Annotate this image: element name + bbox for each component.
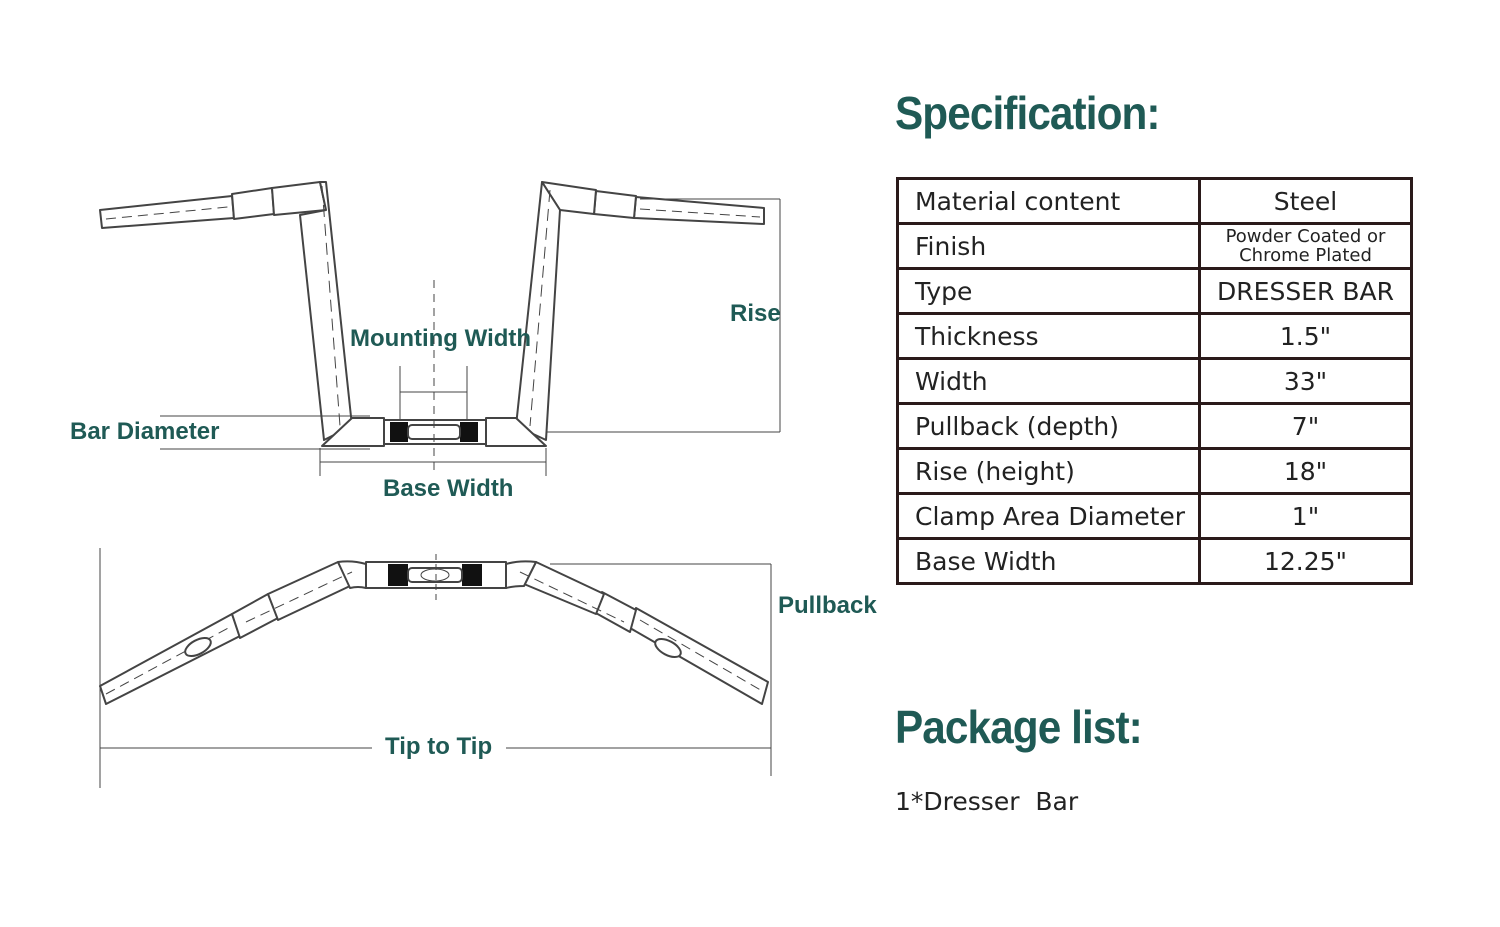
bar-diameter-label: Bar Diameter [70, 418, 219, 445]
package-list-item: 1*Dresser Bar [895, 787, 1079, 816]
table-row: Clamp Area Diameter 1" [896, 492, 1413, 540]
spec-key: Width [896, 357, 1201, 405]
table-row: Material content Steel [896, 177, 1413, 225]
table-row: Type DRESSER BAR [896, 267, 1413, 315]
top-dimension-lines [99, 548, 772, 788]
spec-key: Pullback (depth) [896, 402, 1201, 450]
spec-value: 7" [1198, 402, 1413, 450]
base-width-label: Base Width [383, 475, 513, 502]
tip-to-tip-label: Tip to Tip [385, 733, 492, 760]
specification-title: Specification: [895, 87, 1161, 139]
spec-key: Material content [896, 177, 1201, 225]
specification-table: Material content Steel Finish Powder Coa… [896, 177, 1413, 585]
spec-value: 18" [1198, 447, 1413, 495]
table-row: Thickness 1.5" [896, 312, 1413, 360]
spec-key: Base Width [896, 537, 1201, 585]
spec-key: Rise (height) [896, 447, 1201, 495]
top-view-drawing [99, 554, 769, 705]
package-list-title: Package list: [895, 701, 1143, 753]
spec-key: Clamp Area Diameter [896, 492, 1201, 540]
front-dimension-lines [160, 198, 781, 476]
table-row: Pullback (depth) 7" [896, 402, 1413, 450]
table-row: Rise (height) 18" [896, 447, 1413, 495]
pullback-label: Pullback [778, 592, 877, 619]
spec-key: Finish [896, 222, 1201, 270]
spec-value: Powder Coated or Chrome Plated [1198, 222, 1413, 270]
spec-value: 1.5" [1198, 312, 1413, 360]
spec-key: Thickness [896, 312, 1201, 360]
spec-key: Type [896, 267, 1201, 315]
table-row: Base Width 12.25" [896, 537, 1413, 585]
spec-value: 33" [1198, 357, 1413, 405]
spec-value: DRESSER BAR [1198, 267, 1413, 315]
front-view-drawing [99, 181, 765, 470]
spec-value: 12.25" [1198, 537, 1413, 585]
mounting-width-label: Mounting Width [350, 325, 531, 352]
table-row: Finish Powder Coated or Chrome Plated [896, 222, 1413, 270]
spec-value: Steel [1198, 177, 1413, 225]
table-row: Width 33" [896, 357, 1413, 405]
spec-value: 1" [1198, 492, 1413, 540]
rise-label: Rise [730, 300, 781, 327]
